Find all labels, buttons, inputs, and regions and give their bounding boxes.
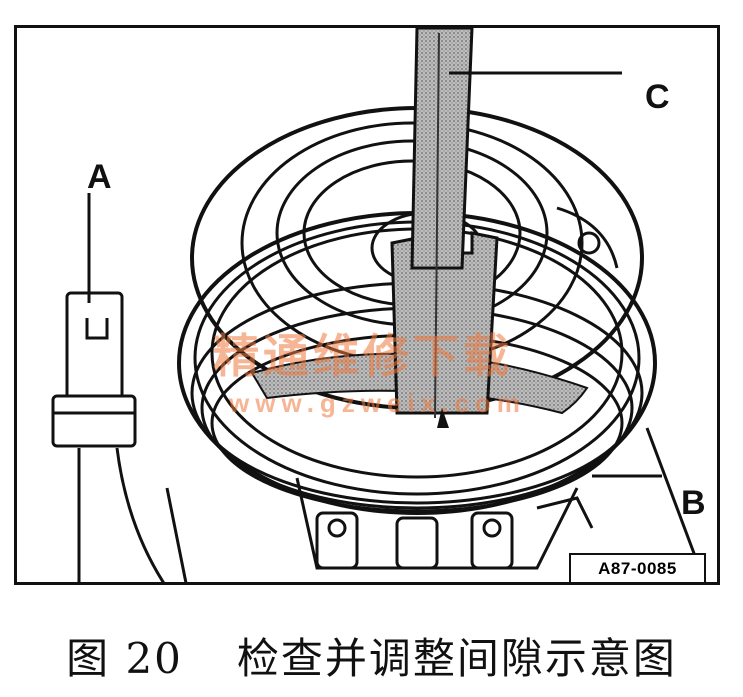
figure-title: 检查并调整间隙示意图 <box>236 634 677 683</box>
callout-label-a: A <box>87 158 112 196</box>
leader-lines <box>87 71 662 478</box>
figure-frame: A C B A87-0085 精通维修下载 www.gzweix.com <box>14 25 720 585</box>
sensor-connector <box>51 291 165 582</box>
reference-code-box: A87-0085 <box>569 553 706 582</box>
feeler-gauge <box>390 28 499 428</box>
figure-caption: 图 20 检查并调整间隙示意图 <box>0 625 743 686</box>
callout-label-c: C <box>645 78 670 116</box>
callout-label-b: B <box>681 484 706 522</box>
figure-number: 图 20 <box>66 634 183 683</box>
compressor-clutch-drawing <box>51 28 707 582</box>
